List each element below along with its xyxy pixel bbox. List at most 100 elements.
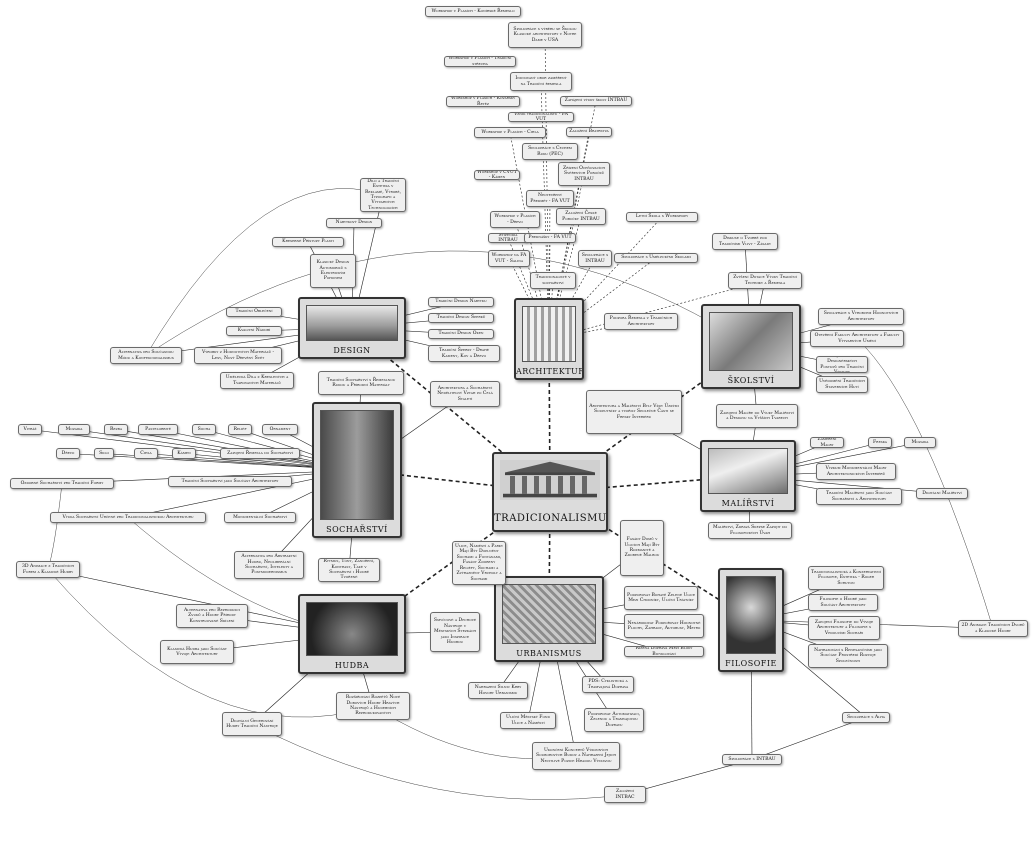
node-n13[interactable]: Neotevřený Předmět - FA VUT [526, 190, 574, 207]
node-n28[interactable]: Klasický Design Automobilů s Elektrickým… [310, 254, 356, 288]
node-n81[interactable]: Tradicionalistická a Konzervativní Filos… [808, 566, 884, 590]
major-node-filosofie[interactable]: FILOSOFIE [718, 568, 784, 672]
node-n82[interactable]: Filosofie o Hudbě jako Součást Architekt… [808, 594, 878, 611]
major-node-design[interactable]: DESIGN [298, 297, 406, 359]
center-node-tradicionalismus[interactable]: TRADICIONALISMUS [492, 452, 608, 532]
node-n5[interactable]: Workshop v Plasích - Kovářský Řetěz [446, 96, 520, 107]
node-n58[interactable]: Zapojení Malíře do Výuky Malířství a Des… [716, 404, 798, 428]
node-n24[interactable]: Diskuse o Tvorbě pod Tradičními Vlivy - … [712, 233, 778, 250]
node-n76[interactable]: Klasická Hudba jako Součást Vývoje Archi… [160, 640, 234, 664]
node-n41[interactable]: Uvědomění Tradičních Stavebních Hutí [816, 376, 868, 393]
node-n26[interactable]: Nábytkový Design [326, 218, 382, 228]
node-n16[interactable]: Stipendia INTBAU [488, 233, 528, 243]
node-n25[interactable]: Dílo a Tradiční Estetika v Reklamě, Výro… [360, 178, 406, 212]
node-n45[interactable]: Umělecká Díla z Kreslených a Tvarovaných… [220, 372, 294, 389]
node-n49[interactable]: Pastelorbitě [138, 424, 178, 435]
node-n36[interactable]: Výrobky z Hodnotných Materiálů - Lesy, N… [194, 347, 282, 364]
node-n15[interactable]: Založení České Pobočky INTBAU [556, 208, 606, 225]
node-n95[interactable]: Založení INTBAC [604, 786, 646, 803]
node-n3[interactable]: Workshop v Plasích - Tradiční střecha [444, 56, 516, 67]
node-n93[interactable]: Spolupráce s Alha [842, 712, 890, 723]
node-n11[interactable]: Zřízení Oceňovacích Svěřených Pobočků IN… [558, 162, 610, 186]
node-n67[interactable]: Tradiční Malířství jako Součást Sochařst… [816, 488, 902, 505]
node-n42[interactable]: Tradiční Sochařství s Řemeslnou Rukou a … [318, 371, 404, 395]
node-n14[interactable]: Workshop v Plasích - Dřevo [490, 211, 540, 228]
major-node-malirstvi[interactable]: MALÍŘSTVÍ [700, 440, 796, 512]
node-n21[interactable]: Workshop na FA VUT - Salina [488, 250, 530, 267]
node-n59[interactable]: Zaměření Malby [810, 437, 844, 448]
node-n23[interactable]: Zvýšení Dotace Výuky Tradiční Techniky a… [728, 272, 802, 289]
node-n60[interactable]: Freska [868, 437, 892, 448]
node-n57[interactable]: Zapojení Řemesla do Sochařství [220, 448, 300, 459]
node-n37[interactable]: Tradiční Šperky - Drahé Kameny, Kov a Dř… [428, 345, 500, 362]
node-n43[interactable]: Architektura a Sochařství Nedělitelný Vz… [430, 381, 500, 407]
node-n55[interactable]: Cihla [134, 448, 158, 459]
node-n80[interactable]: Řízená Doprava Mezi Bloky Bicyklování [624, 646, 704, 657]
node-n85[interactable]: 2D Animace Tradičních Dvorů a Klasické H… [958, 620, 1028, 637]
node-n9[interactable]: Založení Bratrstva [566, 127, 612, 137]
node-n78[interactable]: Podporovat Bohatě Zelené Ulice Mezi Chod… [624, 586, 698, 610]
node-n30[interactable]: Podpora Řemesla v Tradičních Architektur… [604, 313, 678, 330]
node-n62[interactable]: Ozdobné Sochařství pro Tradiční Formy [10, 478, 114, 489]
node-n7[interactable]: Vznik tradicionalistů - FA VUT [508, 112, 574, 122]
node-n69[interactable]: Malířství, Zdravá Skepse Zapojit do Filo… [708, 522, 792, 539]
node-n47[interactable]: Mozaika [58, 424, 90, 435]
node-n91[interactable]: Digitální Generování Hudby Tradiční Nást… [222, 712, 282, 736]
node-n88[interactable]: Uliční Městský Fond Ulice a Náměstí [500, 712, 556, 729]
node-n20[interactable]: Spolupráce s Uměleckými Školami [614, 253, 698, 263]
node-n65[interactable]: Monumentální Sochařství [224, 512, 296, 523]
node-n31[interactable]: Tradiční Oblečení [226, 307, 282, 317]
node-n94[interactable]: Spolupráce s INTBAU [722, 754, 782, 765]
node-n19[interactable]: Spolupráce s INTBAU [578, 250, 612, 267]
major-node-socharstvi[interactable]: SOCHAŘSTVÍ [312, 402, 402, 538]
node-n34[interactable]: Tradiční Design Oken [428, 329, 494, 339]
node-n39[interactable]: Otevření Fakulty Architektury a Fakulty … [810, 330, 904, 347]
node-n18[interactable]: Prednášky - FA VUT [524, 233, 576, 243]
node-n8[interactable]: Workshop v Plasích - Cihla [474, 127, 546, 138]
node-n52[interactable]: Ornament [262, 424, 298, 435]
node-n87[interactable]: PDS: Cyklistická a Tramvajová Doprava [582, 676, 634, 693]
node-n10[interactable]: Spolupráce s Cechem Ruku (PEC) [522, 143, 578, 160]
node-n89[interactable]: Podporovat Automatizaci, Zelenou a Tramv… [584, 708, 644, 732]
node-n63[interactable]: Tradiční Sochařství jako Součást Archite… [168, 476, 292, 487]
node-n33[interactable]: Kvalitní Nádobí [226, 326, 282, 336]
node-n44[interactable]: Architektura a Malířství Byly Vždy Úzkým… [586, 390, 682, 434]
node-n77[interactable]: Smyčcové a Dechové Nástroje v Městských … [430, 612, 480, 652]
major-node-skolstvi[interactable]: ŠKOLSTVÍ [701, 304, 801, 389]
node-n68[interactable]: Digitální Malířství [916, 488, 968, 499]
node-n64[interactable]: Výuka Sochařství Určené pro Tradicionali… [50, 512, 206, 523]
node-n12[interactable]: Workshop v ČVUT - Kámen [474, 170, 520, 180]
major-node-hudba[interactable]: HUDBA [298, 594, 406, 674]
node-n6[interactable]: Zahájení výuky školy INTBAU [560, 96, 632, 106]
node-n17[interactable]: Letní Škola s Workshopy [626, 212, 698, 222]
node-n22[interactable]: Tradicionalisté v sochařství [530, 272, 576, 289]
major-node-urbanismus[interactable]: URBANISMUS [494, 576, 604, 662]
node-n32[interactable]: Tradiční Design Šperků [428, 313, 494, 323]
node-n66[interactable]: Výzkum Monumentální Malby Architektonick… [816, 463, 896, 480]
node-n1[interactable]: Workshop v Plasích - Konírské Řemeslo [425, 6, 521, 17]
node-n29[interactable]: Tradiční Design Nábytku [428, 297, 494, 307]
node-n74[interactable]: 3D Animace z Tradičních Forem a Klasické… [16, 561, 80, 578]
node-n72[interactable]: Alternativa pro Abstraktní Hudbu, Neolib… [234, 551, 304, 579]
major-node-architektura[interactable]: ARCHITEKTURA [514, 298, 584, 380]
node-n40[interactable]: Užití Sjednocených Designérských Postupů… [816, 356, 868, 373]
node-n73[interactable]: Rytmus, Tóny, Zanoření, Kontrast, Také v… [318, 558, 380, 582]
node-n46[interactable]: Vitráž [18, 424, 42, 435]
node-n53[interactable]: Dřevo [56, 448, 80, 459]
node-n56[interactable]: Kámen [172, 448, 196, 459]
node-n92[interactable]: Rozšiřování Rozpěťů Nové Dobových Hudby … [336, 692, 410, 720]
node-n61[interactable]: Mozaika [904, 437, 936, 448]
node-n50[interactable]: Socha [192, 424, 216, 435]
node-n90[interactable]: Ukončení Koncertů Výkonných Souborových … [532, 742, 620, 770]
node-n75[interactable]: Alternativa pro Reprodukci Zvuků a Hudby… [176, 604, 248, 628]
node-n70[interactable]: Ulice, Náměstí a Parky Mají Být Doplněny… [452, 541, 506, 585]
node-n79[interactable]: Nenárokovat Podpořovat Hodnotné Plochy, … [624, 614, 704, 638]
node-n35[interactable]: Alternativa pro Současnou Módu a Konfekc… [110, 347, 182, 364]
node-n86[interactable]: Nahrazení Silnic Krby Hovory Urbanismu [468, 682, 528, 699]
node-n2[interactable]: Spolupráce s výběru se Školou Klasické a… [508, 22, 582, 48]
node-n71[interactable]: Fasády Domů v Ulicích Mají Být Rozmanitě… [620, 520, 664, 576]
node-n27[interactable]: Kresebné Přístupy Plasti [272, 237, 344, 247]
node-n51[interactable]: Reliéf [228, 424, 252, 435]
node-n83[interactable]: Zapojení Filosofie do Vývoje Architektur… [808, 616, 880, 640]
node-n4[interactable]: Iniciovaný obor zaměřený na Tradiční řem… [510, 72, 572, 91]
